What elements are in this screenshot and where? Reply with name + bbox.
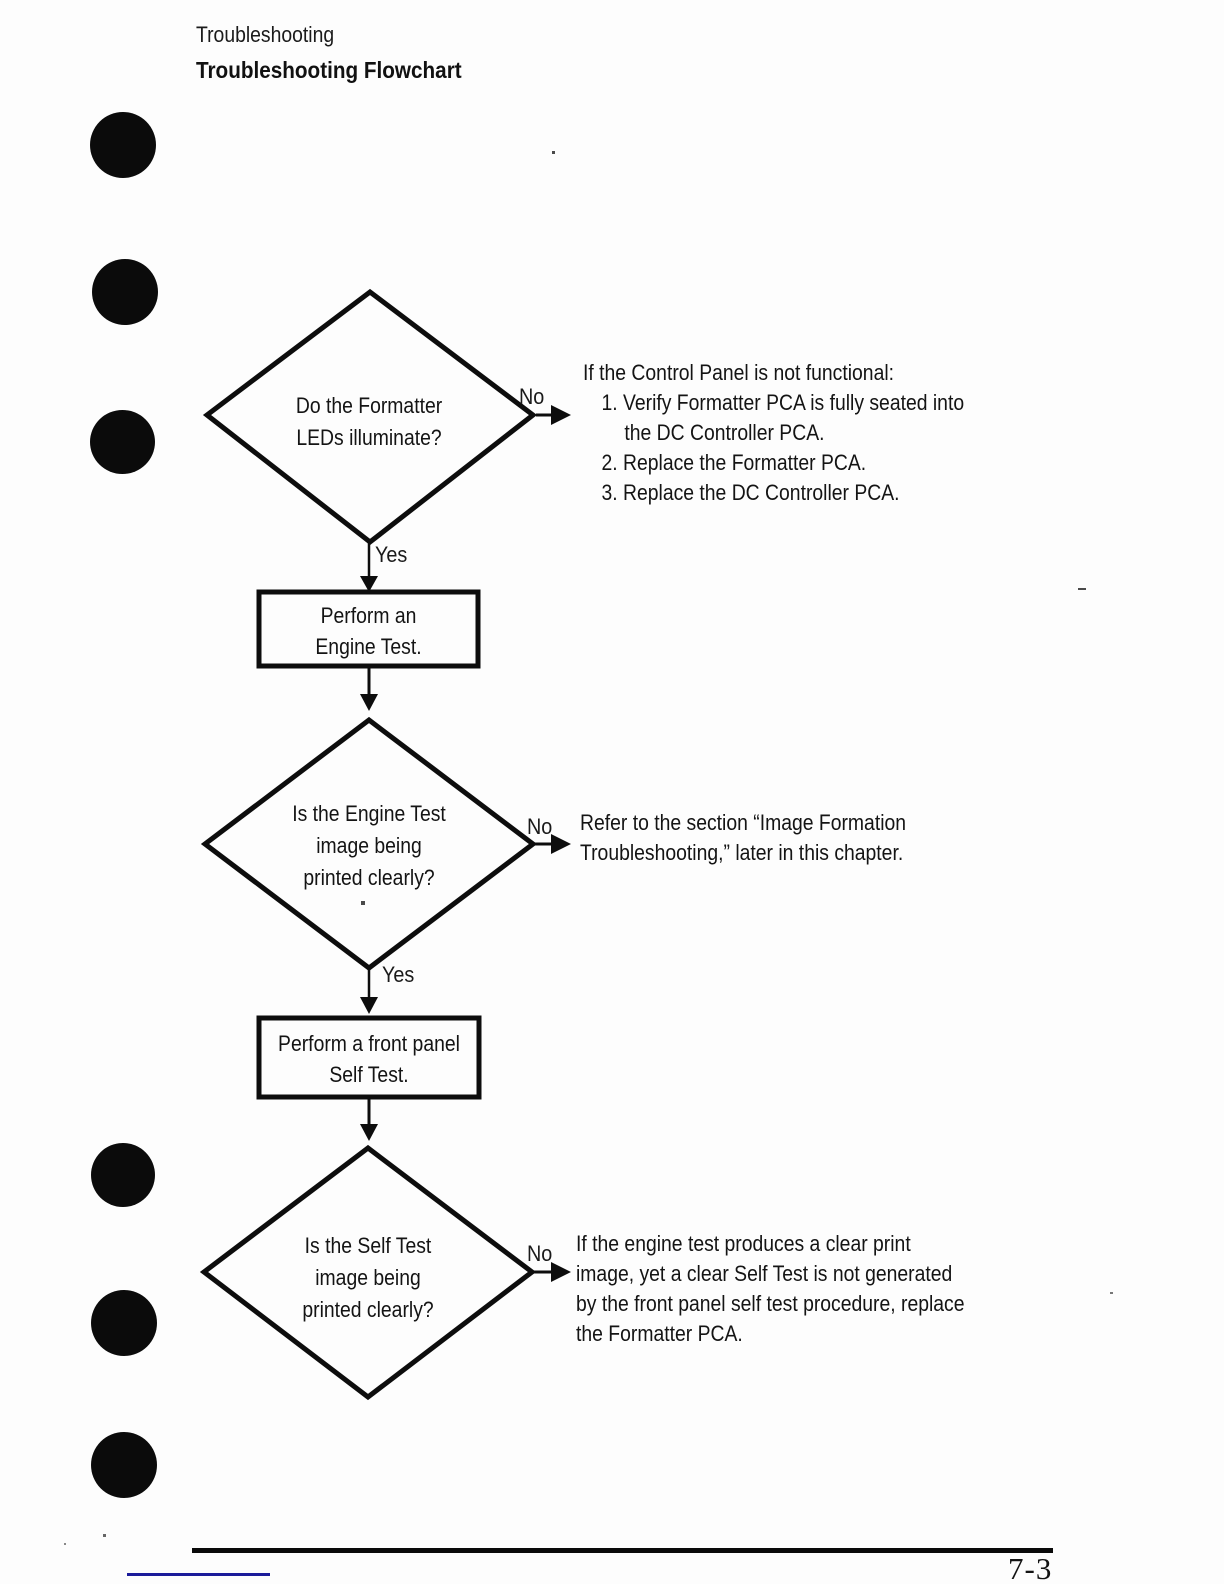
decision-2-line: image being <box>316 833 422 858</box>
footer-rule <box>192 1548 1053 1553</box>
process-1-line: Engine Test. <box>315 634 422 659</box>
branch-label-no-2: No <box>527 814 553 839</box>
punch-hole <box>92 259 158 325</box>
decision-3-line: printed clearly? <box>302 1297 434 1322</box>
arrowhead-no-3 <box>551 1262 571 1282</box>
arrowhead-no-1 <box>551 405 571 425</box>
note-line: the DC Controller PCA. <box>624 420 825 445</box>
scan-speck <box>552 151 555 154</box>
note-self-test: If the engine test produces a clear prin… <box>576 1229 965 1349</box>
process-2-label: Perform a front panel Self Test. <box>272 1028 466 1090</box>
branch-label-yes-2: Yes <box>382 962 415 987</box>
process-1-line: Perform an <box>320 603 417 628</box>
decision-3-label: Is the Self Test image being printed cle… <box>270 1230 465 1326</box>
arrowhead-yes-1 <box>360 576 378 592</box>
branch-label-no-1: No <box>519 384 545 409</box>
note-line: by the front panel self test procedure, … <box>576 1291 965 1316</box>
punch-hole <box>90 112 156 178</box>
note-line: If the Control Panel is not functional: <box>583 360 895 385</box>
decision-1-label: Do the Formatter LEDs illuminate? <box>271 390 466 454</box>
note-line: the Formatter PCA. <box>576 1321 743 1346</box>
process-1-label: Perform an Engine Test. <box>272 600 465 662</box>
note-line: 3. Replace the DC Controller PCA. <box>601 480 900 505</box>
scan-speck <box>103 1534 106 1537</box>
footer-accent-rule <box>127 1573 270 1576</box>
punch-hole <box>91 1290 157 1356</box>
decision-1-line: LEDs illuminate? <box>296 425 442 450</box>
decision-2-line: Is the Engine Test <box>292 801 446 826</box>
note-line: 1. Verify Formatter PCA is fully seated … <box>601 390 965 415</box>
breadcrumb: Troubleshooting <box>196 22 335 47</box>
note-line: If the engine test produces a clear prin… <box>576 1231 911 1256</box>
page-title: Troubleshooting Flowchart <box>196 57 462 83</box>
branch-label-no-3: No <box>527 1241 553 1266</box>
decision-1-line: Do the Formatter <box>295 393 443 418</box>
decision-2-line: printed clearly? <box>303 865 435 890</box>
note-line: image, yet a clear Self Test is not gene… <box>576 1261 953 1286</box>
note-image-formation: Refer to the section “Image Formation Tr… <box>580 808 906 868</box>
page-number: 7-3 <box>1008 1551 1053 1584</box>
scan-speck <box>1078 588 1086 590</box>
note-line: Refer to the section “Image Formation <box>580 810 907 835</box>
punch-hole <box>91 1432 157 1498</box>
branch-label-yes-1: Yes <box>375 542 408 567</box>
note-line: 2. Replace the Formatter PCA. <box>601 450 867 475</box>
arrowhead-yes-2 <box>360 997 378 1014</box>
note-control-panel: If the Control Panel is not functional: … <box>583 358 964 508</box>
decision-3-line: image being <box>315 1265 421 1290</box>
arrowhead-no-2 <box>551 834 571 854</box>
process-2-line: Self Test. <box>329 1062 409 1087</box>
scan-speck <box>361 901 365 905</box>
scan-speck <box>64 1543 66 1545</box>
punch-hole <box>91 1143 155 1207</box>
note-line: Troubleshooting,” later in this chapter. <box>580 840 904 865</box>
arrowhead-connector-1 <box>360 694 378 711</box>
scan-speck <box>1110 1292 1113 1294</box>
decision-3-line: Is the Self Test <box>304 1233 432 1258</box>
arrowhead-connector-2 <box>360 1124 378 1141</box>
decision-2-label: Is the Engine Test image being printed c… <box>271 798 466 894</box>
process-2-line: Perform a front panel <box>278 1031 460 1056</box>
punch-hole <box>90 410 155 474</box>
